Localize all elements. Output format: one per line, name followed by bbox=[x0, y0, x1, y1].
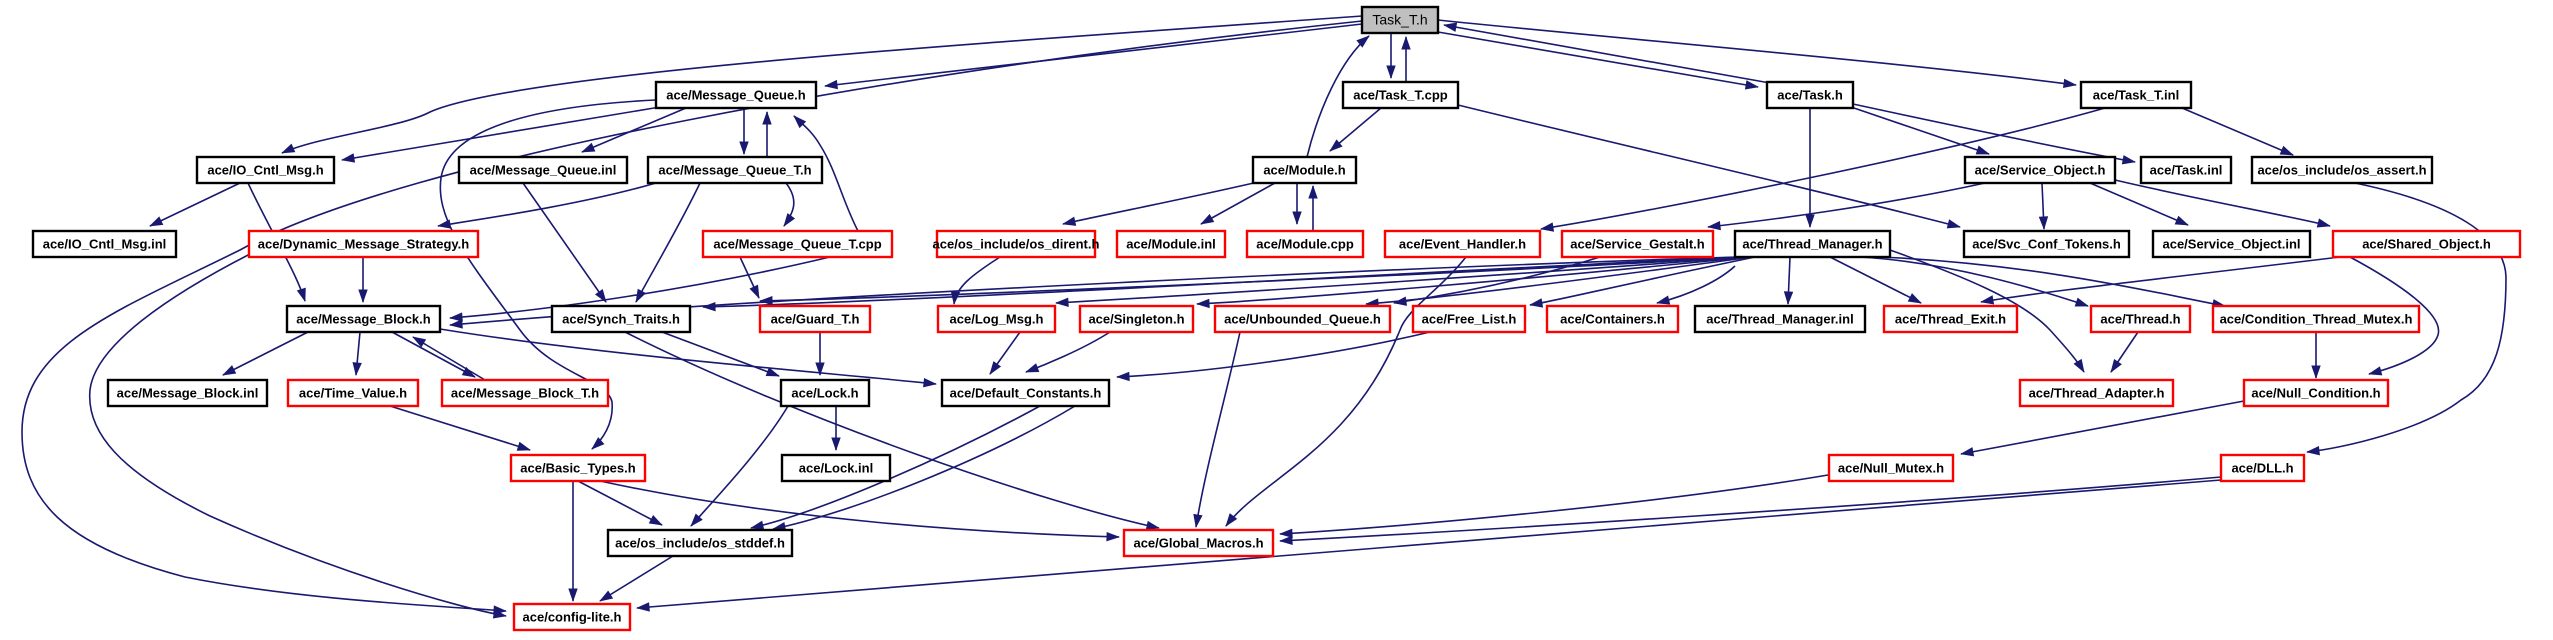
svg-text:ace/Module.cpp: ace/Module.cpp bbox=[1256, 237, 1354, 252]
svg-text:ace/Condition_Thread_Mutex.h: ace/Condition_Thread_Mutex.h bbox=[2220, 312, 2413, 327]
svg-text:ace/Lock.inl: ace/Lock.inl bbox=[799, 461, 873, 476]
svg-text:ace/Shared_Object.h: ace/Shared_Object.h bbox=[2362, 237, 2491, 252]
svg-text:ace/Task.inl: ace/Task.inl bbox=[2150, 163, 2223, 178]
svg-text:ace/Message_Queue.inl: ace/Message_Queue.inl bbox=[470, 163, 617, 178]
svg-text:ace/Lock.h: ace/Lock.h bbox=[791, 386, 858, 401]
svg-text:ace/Svc_Conf_Tokens.h: ace/Svc_Conf_Tokens.h bbox=[1972, 237, 2121, 252]
svg-text:ace/config-lite.h: ace/config-lite.h bbox=[523, 610, 622, 625]
svg-text:ace/Null_Mutex.h: ace/Null_Mutex.h bbox=[1838, 461, 1944, 476]
svg-text:ace/Message_Block.inl: ace/Message_Block.inl bbox=[117, 386, 259, 401]
svg-text:ace/Thread_Manager.h: ace/Thread_Manager.h bbox=[1742, 237, 1882, 252]
svg-text:ace/Task_T.inl: ace/Task_T.inl bbox=[2093, 88, 2179, 103]
svg-text:ace/Default_Constants.h: ace/Default_Constants.h bbox=[950, 386, 1102, 401]
svg-text:ace/Basic_Types.h: ace/Basic_Types.h bbox=[520, 461, 635, 476]
svg-text:ace/Time_Value.h: ace/Time_Value.h bbox=[299, 386, 407, 401]
svg-text:ace/Service_Object.inl: ace/Service_Object.inl bbox=[2162, 237, 2300, 252]
svg-text:ace/Dynamic_Message_Strategy.h: ace/Dynamic_Message_Strategy.h bbox=[258, 237, 470, 252]
svg-text:ace/Log_Msg.h: ace/Log_Msg.h bbox=[950, 312, 1044, 327]
svg-text:ace/Null_Condition.h: ace/Null_Condition.h bbox=[2251, 386, 2380, 401]
svg-text:ace/Task.h: ace/Task.h bbox=[1777, 88, 1843, 103]
svg-text:ace/Event_Handler.h: ace/Event_Handler.h bbox=[1399, 237, 1526, 252]
svg-text:ace/Message_Block.h: ace/Message_Block.h bbox=[296, 312, 430, 327]
svg-text:ace/Unbounded_Queue.h: ace/Unbounded_Queue.h bbox=[1224, 312, 1381, 327]
svg-text:ace/Message_Block_T.h: ace/Message_Block_T.h bbox=[451, 386, 599, 401]
svg-text:Task_T.h: Task_T.h bbox=[1372, 12, 1427, 28]
svg-text:ace/Module.h: ace/Module.h bbox=[1263, 163, 1345, 178]
svg-text:ace/Guard_T.h: ace/Guard_T.h bbox=[771, 312, 860, 327]
svg-text:ace/Thread_Exit.h: ace/Thread_Exit.h bbox=[1895, 312, 2006, 327]
svg-text:ace/Containers.h: ace/Containers.h bbox=[1560, 312, 1665, 327]
svg-text:ace/Global_Macros.h: ace/Global_Macros.h bbox=[1133, 536, 1263, 551]
svg-text:ace/Message_Queue_T.cpp: ace/Message_Queue_T.cpp bbox=[713, 237, 881, 252]
svg-text:ace/Message_Queue_T.h: ace/Message_Queue_T.h bbox=[658, 163, 811, 178]
svg-text:ace/os_include/os_stddef.h: ace/os_include/os_stddef.h bbox=[615, 536, 785, 551]
svg-text:ace/os_include/os_dirent.h: ace/os_include/os_dirent.h bbox=[933, 237, 1100, 252]
svg-text:ace/Message_Queue.h: ace/Message_Queue.h bbox=[666, 88, 806, 103]
svg-text:ace/Module.inl: ace/Module.inl bbox=[1126, 237, 1216, 252]
svg-text:ace/Thread_Manager.inl: ace/Thread_Manager.inl bbox=[1706, 312, 1853, 327]
svg-text:ace/Synch_Traits.h: ace/Synch_Traits.h bbox=[562, 312, 680, 327]
svg-text:ace/Free_List.h: ace/Free_List.h bbox=[1422, 312, 1517, 327]
svg-text:ace/Service_Gestalt.h: ace/Service_Gestalt.h bbox=[1570, 237, 1704, 252]
svg-text:ace/DLL.h: ace/DLL.h bbox=[2231, 461, 2293, 476]
svg-text:ace/Service_Object.h: ace/Service_Object.h bbox=[1975, 163, 2106, 178]
svg-text:ace/Singleton.h: ace/Singleton.h bbox=[1088, 312, 1184, 327]
svg-text:ace/IO_Cntl_Msg.h: ace/IO_Cntl_Msg.h bbox=[207, 163, 323, 178]
svg-text:ace/IO_Cntl_Msg.inl: ace/IO_Cntl_Msg.inl bbox=[43, 237, 167, 252]
svg-text:ace/Thread.h: ace/Thread.h bbox=[2100, 312, 2180, 327]
svg-text:ace/os_include/os_assert.h: ace/os_include/os_assert.h bbox=[2257, 163, 2426, 178]
svg-text:ace/Task_T.cpp: ace/Task_T.cpp bbox=[1353, 88, 1447, 103]
svg-text:ace/Thread_Adapter.h: ace/Thread_Adapter.h bbox=[2029, 386, 2165, 401]
